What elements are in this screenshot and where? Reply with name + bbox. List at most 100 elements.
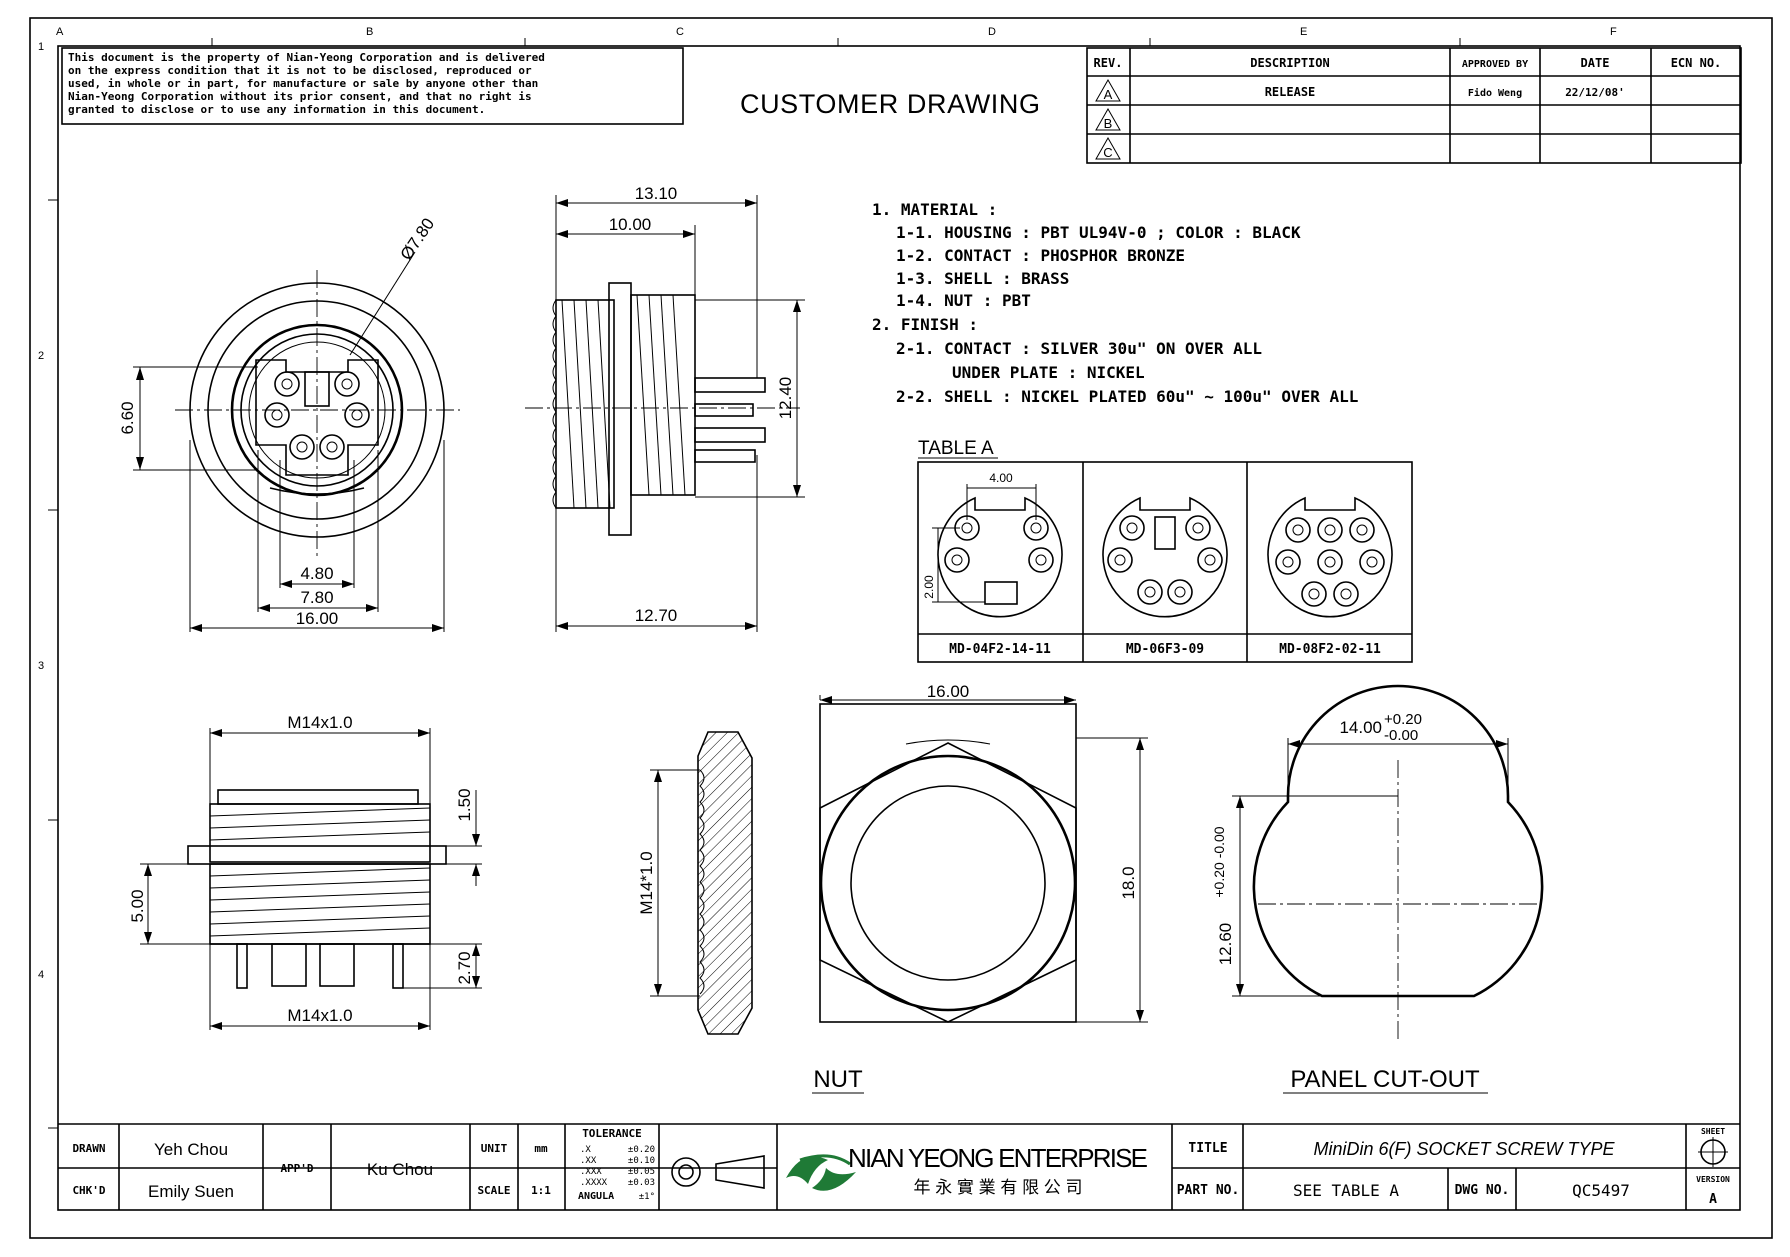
front-height-dim: 6.60 [118, 401, 137, 434]
ecn-header: ECN NO. [1671, 56, 1722, 70]
panel-height-tol: +0.20 -0.00 [1211, 826, 1227, 897]
grid-col-e: E [1300, 26, 1307, 38]
tol-key-4: .XXXX [580, 1178, 608, 1188]
panel-cutout-label: PANEL CUT-OUT [1290, 1066, 1480, 1093]
notice-line-5: granted to disclose or to use any inform… [68, 103, 485, 116]
rev-a-date: 22/12/08' [1565, 86, 1625, 99]
unit-value: mm [534, 1142, 548, 1155]
table-a-part-3: MD-08F2-02-11 [1279, 642, 1381, 657]
lower-dim-1-50: 1.50 [455, 788, 474, 821]
rev-header: REV. [1094, 56, 1123, 70]
svg-text:C: C [1103, 145, 1112, 160]
grid-col-f: F [1610, 26, 1617, 38]
drawing-heading: CUSTOMER DRAWING [740, 89, 1040, 119]
nut-height-dim: 18.0 [1119, 866, 1138, 899]
thread-bottom-dim: M14x1.0 [287, 1006, 352, 1025]
title-block-grid [58, 1123, 1740, 1210]
rev-a-approved: Fido Weng [1468, 87, 1522, 99]
front-width-7-80: 7.80 [300, 588, 333, 607]
table-a-title: TABLE A [918, 438, 994, 459]
unit-label: UNIT [481, 1142, 508, 1155]
thread-top-dim: M14x1.0 [287, 713, 352, 732]
side-dim-12-70: 12.70 [635, 606, 678, 625]
grid-row-4: 4 [38, 969, 44, 981]
revision-table-grid [1086, 47, 1742, 164]
appd-label: APP'D [280, 1162, 313, 1175]
lower-side-view [140, 728, 482, 1030]
title-value: MiniDin 6(F) SOCKET SCREW TYPE [1313, 1139, 1615, 1159]
table-a-grid [917, 461, 1413, 663]
nut-front-view [819, 695, 1148, 1023]
panel-width-tol-minus: -0.00 [1384, 727, 1418, 744]
rev-triangle-c: C [1095, 136, 1121, 160]
grid-col-a: A [56, 26, 64, 38]
lower-dim-2-70: 2.70 [455, 951, 474, 984]
scale-value: 1:1 [531, 1184, 551, 1197]
table-a-dim-2-00: 2.00 [922, 575, 936, 599]
company-logo-icon [786, 1154, 856, 1191]
note-housing: 1-1. HOUSING : PBT UL94V-0 ; COLOR : BLA… [896, 223, 1301, 242]
note-under-plate: UNDER PLATE : NICKEL [952, 363, 1145, 382]
svg-text:A: A [1104, 87, 1113, 102]
svg-text:B: B [1104, 116, 1113, 131]
inner-frame [57, 45, 1741, 1211]
projection-symbol-icon [671, 1155, 765, 1189]
front-diameter-dim: Ø7.80 [397, 215, 439, 264]
grid-row-2: 2 [38, 350, 44, 362]
sheet-crosshair-icon [1698, 1137, 1728, 1167]
table-a-md-06-pinout [1102, 496, 1228, 618]
version-value: A [1709, 1192, 1717, 1207]
notice-line-4: Nian-Yeong Corporation without its prior… [68, 90, 532, 103]
date-header: DATE [1581, 56, 1610, 70]
grid-row-1: 1 [38, 41, 44, 53]
drawn-label: DRAWN [72, 1142, 105, 1155]
appd-by: Ku Chou [367, 1160, 433, 1179]
tol-val-5: ±1° [639, 1192, 655, 1202]
note-contact: 1-2. CONTACT : PHOSPHOR BRONZE [896, 246, 1185, 265]
nut-label: NUT [813, 1066, 863, 1093]
tol-key-2: .XX [580, 1156, 597, 1166]
side-dim-12-40: 12.40 [776, 377, 795, 420]
tol-val-1: ±0.20 [628, 1145, 655, 1155]
table-a-dim-4-00: 4.00 [989, 471, 1013, 485]
panel-cutout-view [1232, 684, 1544, 1040]
notice-line-1: This document is the property of Nian-Ye… [68, 51, 545, 64]
grid-col-b: B [366, 26, 373, 38]
description-header: DESCRIPTION [1250, 56, 1329, 70]
front-view [133, 251, 460, 632]
note-finish: 2. FINISH : [872, 315, 978, 334]
chkd-by: Emily Suen [148, 1182, 234, 1201]
nut-section-view [650, 731, 753, 1035]
rev-triangle-b: B [1095, 107, 1121, 131]
partno-label: PART NO. [1177, 1183, 1240, 1198]
dwgno-label: DWG NO. [1455, 1183, 1510, 1198]
note-material: 1. MATERIAL : [872, 200, 997, 219]
approved-header: APPROVED BY [1462, 59, 1528, 70]
nut-thread-dim: M14*1.0 [637, 851, 656, 914]
notice-box [61, 47, 684, 125]
grid-col-c: C [676, 26, 684, 38]
tol-val-2: ±0.10 [628, 1156, 655, 1166]
rev-triangle-a: A [1095, 78, 1121, 102]
tol-key-1: .X [580, 1145, 591, 1155]
note-nut: 1-4. NUT : PBT [896, 291, 1031, 310]
side-dim-13-10: 13.10 [635, 184, 678, 203]
tol-key-5: ANGULA [578, 1191, 614, 1202]
version-label: VERSION [1696, 1175, 1730, 1184]
grid-col-d: D [988, 26, 996, 38]
rev-a-description: RELEASE [1265, 85, 1316, 99]
lower-dim-5-00: 5.00 [128, 889, 147, 922]
tol-key-3: .XXX [580, 1167, 602, 1177]
dwgno-value: QC5497 [1572, 1181, 1630, 1200]
note-shell: 1-3. SHELL : BRASS [896, 269, 1069, 288]
title-label: TITLE [1188, 1141, 1227, 1156]
grid-ticks [48, 38, 1461, 1129]
table-a-md-04-pinout [932, 484, 1063, 618]
drawn-by: Yeh Chou [154, 1140, 228, 1159]
side-view [525, 195, 805, 632]
table-a-part-1: MD-04F2-14-11 [949, 642, 1051, 657]
note-shell-finish: 2-2. SHELL : NICKEL PLATED 60u" ~ 100u" … [896, 387, 1358, 406]
nut-width-dim: 16.00 [927, 682, 970, 701]
partno-value: SEE TABLE A [1293, 1181, 1399, 1200]
